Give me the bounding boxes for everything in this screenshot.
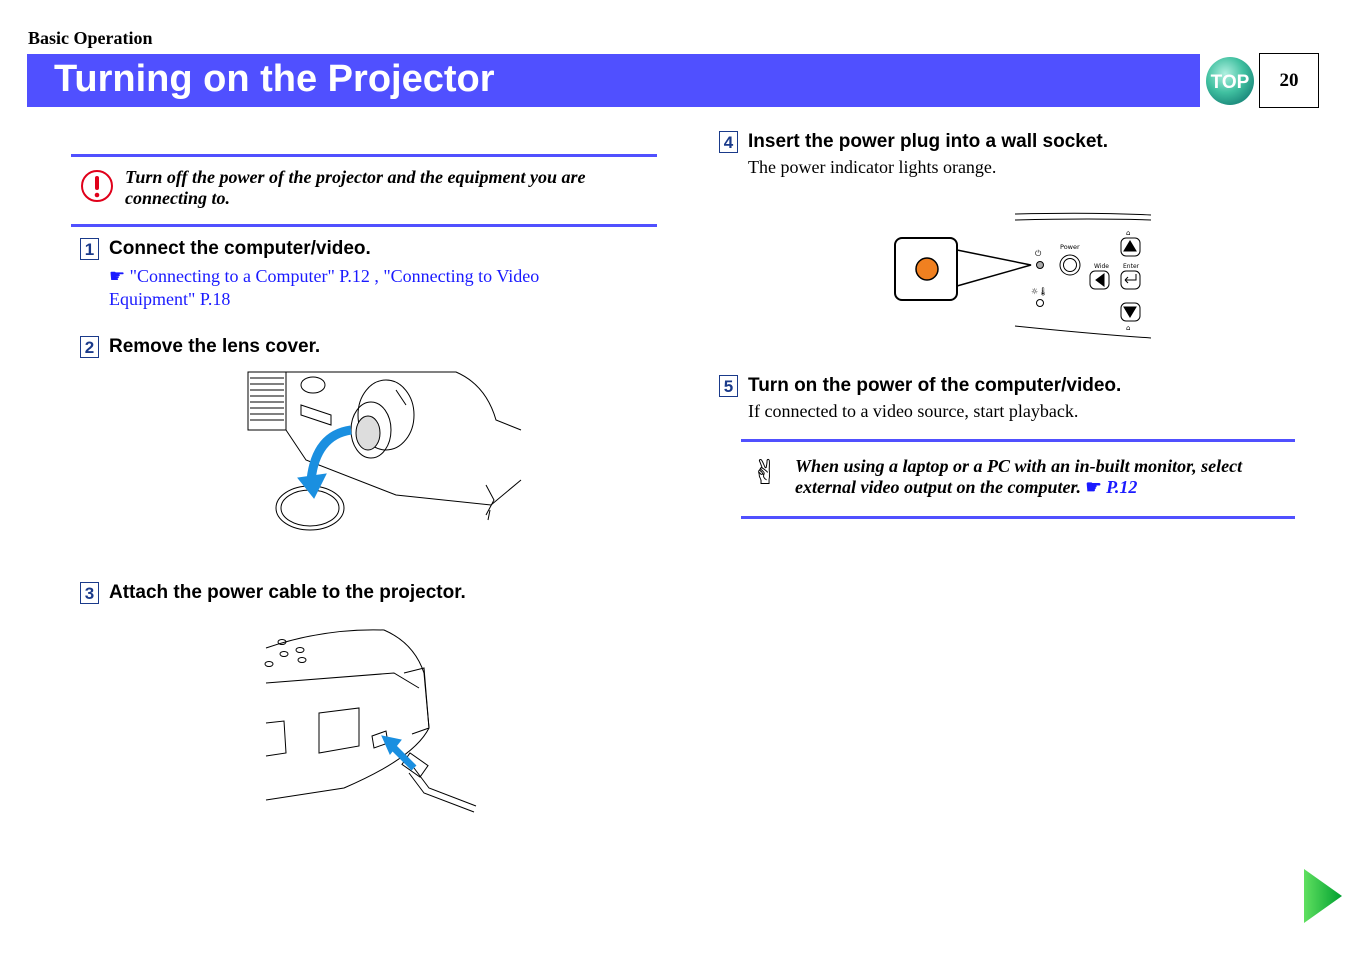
tip-bottom-rule	[741, 516, 1295, 519]
next-arrow-icon	[1304, 869, 1342, 923]
control-panel-illustration: ⏻ ☼🌡 Power Wide Enter ⌂ ⌂	[893, 210, 1153, 347]
step-2-title: Remove the lens cover.	[109, 336, 321, 357]
link-connecting-video[interactable]: Equipment" P.18	[109, 289, 231, 309]
enter-button-label: Enter	[1123, 263, 1140, 270]
power-button-label: Power	[1060, 243, 1080, 251]
caution-bottom-rule	[71, 224, 657, 227]
tip-text: When using a laptop or a PC with an in-b…	[795, 456, 1300, 498]
page-number-text: 20	[1279, 69, 1299, 91]
link-connecting-computer[interactable]: "Connecting to a Computer" P.12 , "Conne…	[129, 266, 540, 286]
caution-text: Turn off the power of the projector and …	[125, 167, 586, 208]
step-3-title: Attach the power cable to the projector.	[109, 582, 466, 603]
power-symbol-icon: ⏻	[1035, 249, 1042, 258]
step-5-body: If connected to a video source, start pl…	[748, 401, 1079, 421]
step-5-number: 5	[719, 375, 738, 397]
step-2-number: 2	[80, 336, 99, 358]
step-3-number: 3	[80, 582, 99, 604]
keystone-down-icon: ⌂	[1126, 324, 1130, 332]
page-number: 20	[1259, 53, 1319, 108]
tip-body: When using a laptop or a PC with an in-b…	[795, 456, 1243, 497]
lens-cover-illustration	[246, 370, 526, 540]
pointing-hand-icon: ☛	[109, 266, 126, 286]
step-1-title: Connect the computer/video.	[109, 238, 371, 259]
step-1-number: 1	[80, 238, 99, 260]
next-page-button[interactable]	[1302, 867, 1344, 930]
top-button[interactable]: TOP	[1204, 55, 1256, 107]
caution-icon	[80, 169, 114, 208]
step-4-number: 4	[719, 131, 738, 153]
keystone-up-icon: ⌂	[1126, 229, 1130, 237]
tip-pointing-hand-icon: ☛	[1081, 477, 1107, 497]
title-bar	[27, 54, 1200, 107]
wide-button-label: Wide	[1094, 263, 1109, 270]
section-label: Basic Operation	[28, 28, 153, 48]
power-cable-illustration	[264, 628, 484, 819]
step-1-reference: ☛ "Connecting to a Computer" P.12 , "Con…	[109, 265, 649, 311]
lamp-temp-icon: ☼🌡	[1031, 287, 1048, 296]
step-5-title: Turn on the power of the computer/video.	[748, 375, 1122, 396]
page-title: Turning on the Projector	[54, 58, 495, 100]
step-4-body: The power indicator lights orange.	[748, 157, 997, 177]
tip-top-rule	[741, 439, 1295, 442]
caution-top-rule	[71, 154, 657, 157]
top-button-label: TOP	[1211, 72, 1250, 93]
hand-point-icon: ✌	[751, 453, 780, 493]
step-4-title: Insert the power plug into a wall socket…	[748, 131, 1109, 152]
tip-link[interactable]: P.12	[1106, 477, 1138, 497]
